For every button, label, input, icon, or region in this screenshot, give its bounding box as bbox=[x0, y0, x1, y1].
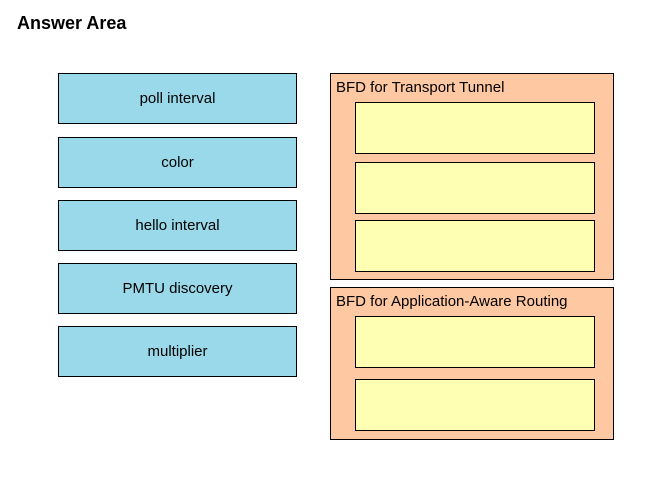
drop-slot[interactable] bbox=[355, 162, 595, 214]
target-group-application-aware-routing: BFD for Application-Aware Routing bbox=[330, 287, 614, 440]
answer-area-title: Answer Area bbox=[17, 13, 127, 33]
target-group-label: BFD for Application-Aware Routing bbox=[336, 293, 568, 310]
target-group-label: BFD for Transport Tunnel bbox=[336, 79, 505, 96]
source-item-color[interactable]: color bbox=[58, 137, 297, 188]
source-item-poll-interval[interactable]: poll interval bbox=[58, 73, 297, 124]
drop-slot[interactable] bbox=[355, 220, 595, 272]
drop-slot[interactable] bbox=[355, 379, 595, 431]
target-group-transport-tunnel: BFD for Transport Tunnel bbox=[330, 73, 614, 280]
source-item-hello-interval[interactable]: hello interval bbox=[58, 200, 297, 251]
drop-slot[interactable] bbox=[355, 316, 595, 368]
source-item-pmtu-discovery[interactable]: PMTU discovery bbox=[58, 263, 297, 314]
source-item-multiplier[interactable]: multiplier bbox=[58, 326, 297, 377]
drop-slot[interactable] bbox=[355, 102, 595, 154]
